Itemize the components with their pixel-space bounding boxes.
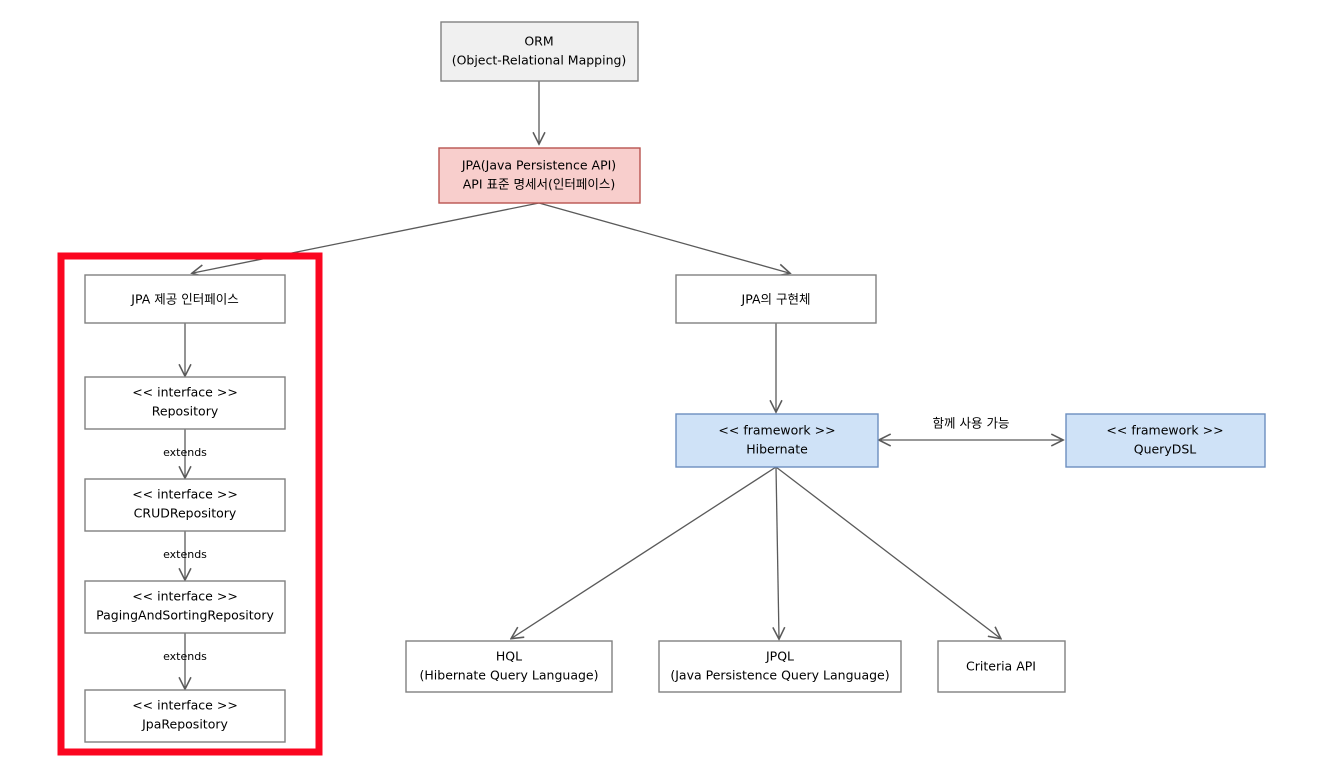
node-hql-box[interactable] xyxy=(405,640,613,693)
node-crud-repository-name: CRUDRepository xyxy=(134,506,237,521)
node-hql-line1: HQL xyxy=(496,649,522,664)
node-criteria-api[interactable]: Criteria API xyxy=(937,640,1066,693)
node-jpa-repository-box[interactable] xyxy=(84,689,286,743)
edge-label-extends-3: extends xyxy=(163,650,207,663)
edge-jpa-to-provided-interface xyxy=(193,202,540,273)
node-orm[interactable]: ORM (Object-Relational Mapping) xyxy=(440,21,639,82)
node-repository-name: Repository xyxy=(152,404,219,419)
edge-hibernate-to-criteria-api xyxy=(775,466,1000,638)
node-jpql-line2: (Java Persistence Query Language) xyxy=(670,668,889,683)
node-orm-box[interactable] xyxy=(440,21,639,82)
nodes-layer: ORM (Object-Relational Mapping) JPA(Java… xyxy=(84,21,1266,743)
node-repository-box[interactable] xyxy=(84,376,286,430)
node-jpa-box[interactable] xyxy=(438,147,641,204)
node-jpa-provided-interface-label: JPA 제공 인터페이스 xyxy=(130,292,238,307)
node-querydsl[interactable]: << framework >> QueryDSL xyxy=(1065,413,1266,468)
node-jpa-repository-stereotype: << interface >> xyxy=(132,698,238,713)
node-repository[interactable]: << interface >> Repository xyxy=(84,376,286,430)
node-hibernate-box[interactable] xyxy=(675,413,879,468)
node-hql[interactable]: HQL (Hibernate Query Language) xyxy=(405,640,613,693)
node-jpa-repository-name: JpaRepository xyxy=(141,717,228,732)
edge-jpa-to-implementation xyxy=(538,202,789,273)
node-jpa-line1: JPA(Java Persistence API) xyxy=(461,158,616,173)
edge-hibernate-to-hql xyxy=(512,466,777,638)
node-hibernate-name: Hibernate xyxy=(746,442,808,457)
node-criteria-api-box[interactable] xyxy=(937,640,1066,693)
node-jpa[interactable]: JPA(Java Persistence API) API 표준 명세서(인터페… xyxy=(438,147,641,204)
edge-label-together-usable: 함께 사용 가능 xyxy=(933,416,1010,431)
edge-label-extends-2: extends xyxy=(163,548,207,561)
node-orm-line1: ORM xyxy=(524,34,553,49)
node-querydsl-stereotype: << framework >> xyxy=(1106,423,1223,438)
node-jpa-implementation-label: JPA의 구현체 xyxy=(741,292,811,307)
node-paging-and-sorting-repository-stereotype: << interface >> xyxy=(132,589,238,604)
node-querydsl-name: QueryDSL xyxy=(1134,442,1197,457)
node-hibernate-stereotype: << framework >> xyxy=(718,423,835,438)
node-repository-stereotype: << interface >> xyxy=(132,385,238,400)
node-paging-and-sorting-repository-name: PagingAndSortingRepository xyxy=(96,608,274,623)
highlight-region-spring-data-jpa xyxy=(57,252,323,756)
node-hibernate[interactable]: << framework >> Hibernate xyxy=(675,413,879,468)
node-orm-line2: (Object-Relational Mapping) xyxy=(452,53,627,68)
node-querydsl-box[interactable] xyxy=(1065,413,1266,468)
node-crud-repository-box[interactable] xyxy=(84,478,286,532)
node-hql-line2: (Hibernate Query Language) xyxy=(420,668,599,683)
edge-label-extends-1: extends xyxy=(163,446,207,459)
edge-hibernate-to-jpql xyxy=(776,466,779,638)
node-jpa-implementation-box[interactable] xyxy=(675,274,877,324)
node-jpa-repository[interactable]: << interface >> JpaRepository xyxy=(84,689,286,743)
node-jpa-provided-interface-box[interactable] xyxy=(84,274,286,324)
node-jpql[interactable]: JPQL (Java Persistence Query Language) xyxy=(658,640,902,693)
node-paging-and-sorting-repository-box[interactable] xyxy=(84,580,286,634)
edges-layer xyxy=(185,81,1062,688)
node-jpa-implementation[interactable]: JPA의 구현체 xyxy=(675,274,877,324)
node-crud-repository-stereotype: << interface >> xyxy=(132,487,238,502)
node-jpa-provided-interface[interactable]: JPA 제공 인터페이스 xyxy=(84,274,286,324)
node-jpql-line1: JPQL xyxy=(765,649,794,664)
node-crud-repository[interactable]: << interface >> CRUDRepository xyxy=(84,478,286,532)
node-criteria-api-label: Criteria API xyxy=(966,659,1036,674)
edge-labels-layer: extends extends extends 함께 사용 가능 xyxy=(163,416,1009,664)
node-jpa-line2: API 표준 명세서(인터페이스) xyxy=(463,177,615,192)
node-paging-and-sorting-repository[interactable]: << interface >> PagingAndSortingReposito… xyxy=(84,580,286,634)
node-jpql-box[interactable] xyxy=(658,640,902,693)
